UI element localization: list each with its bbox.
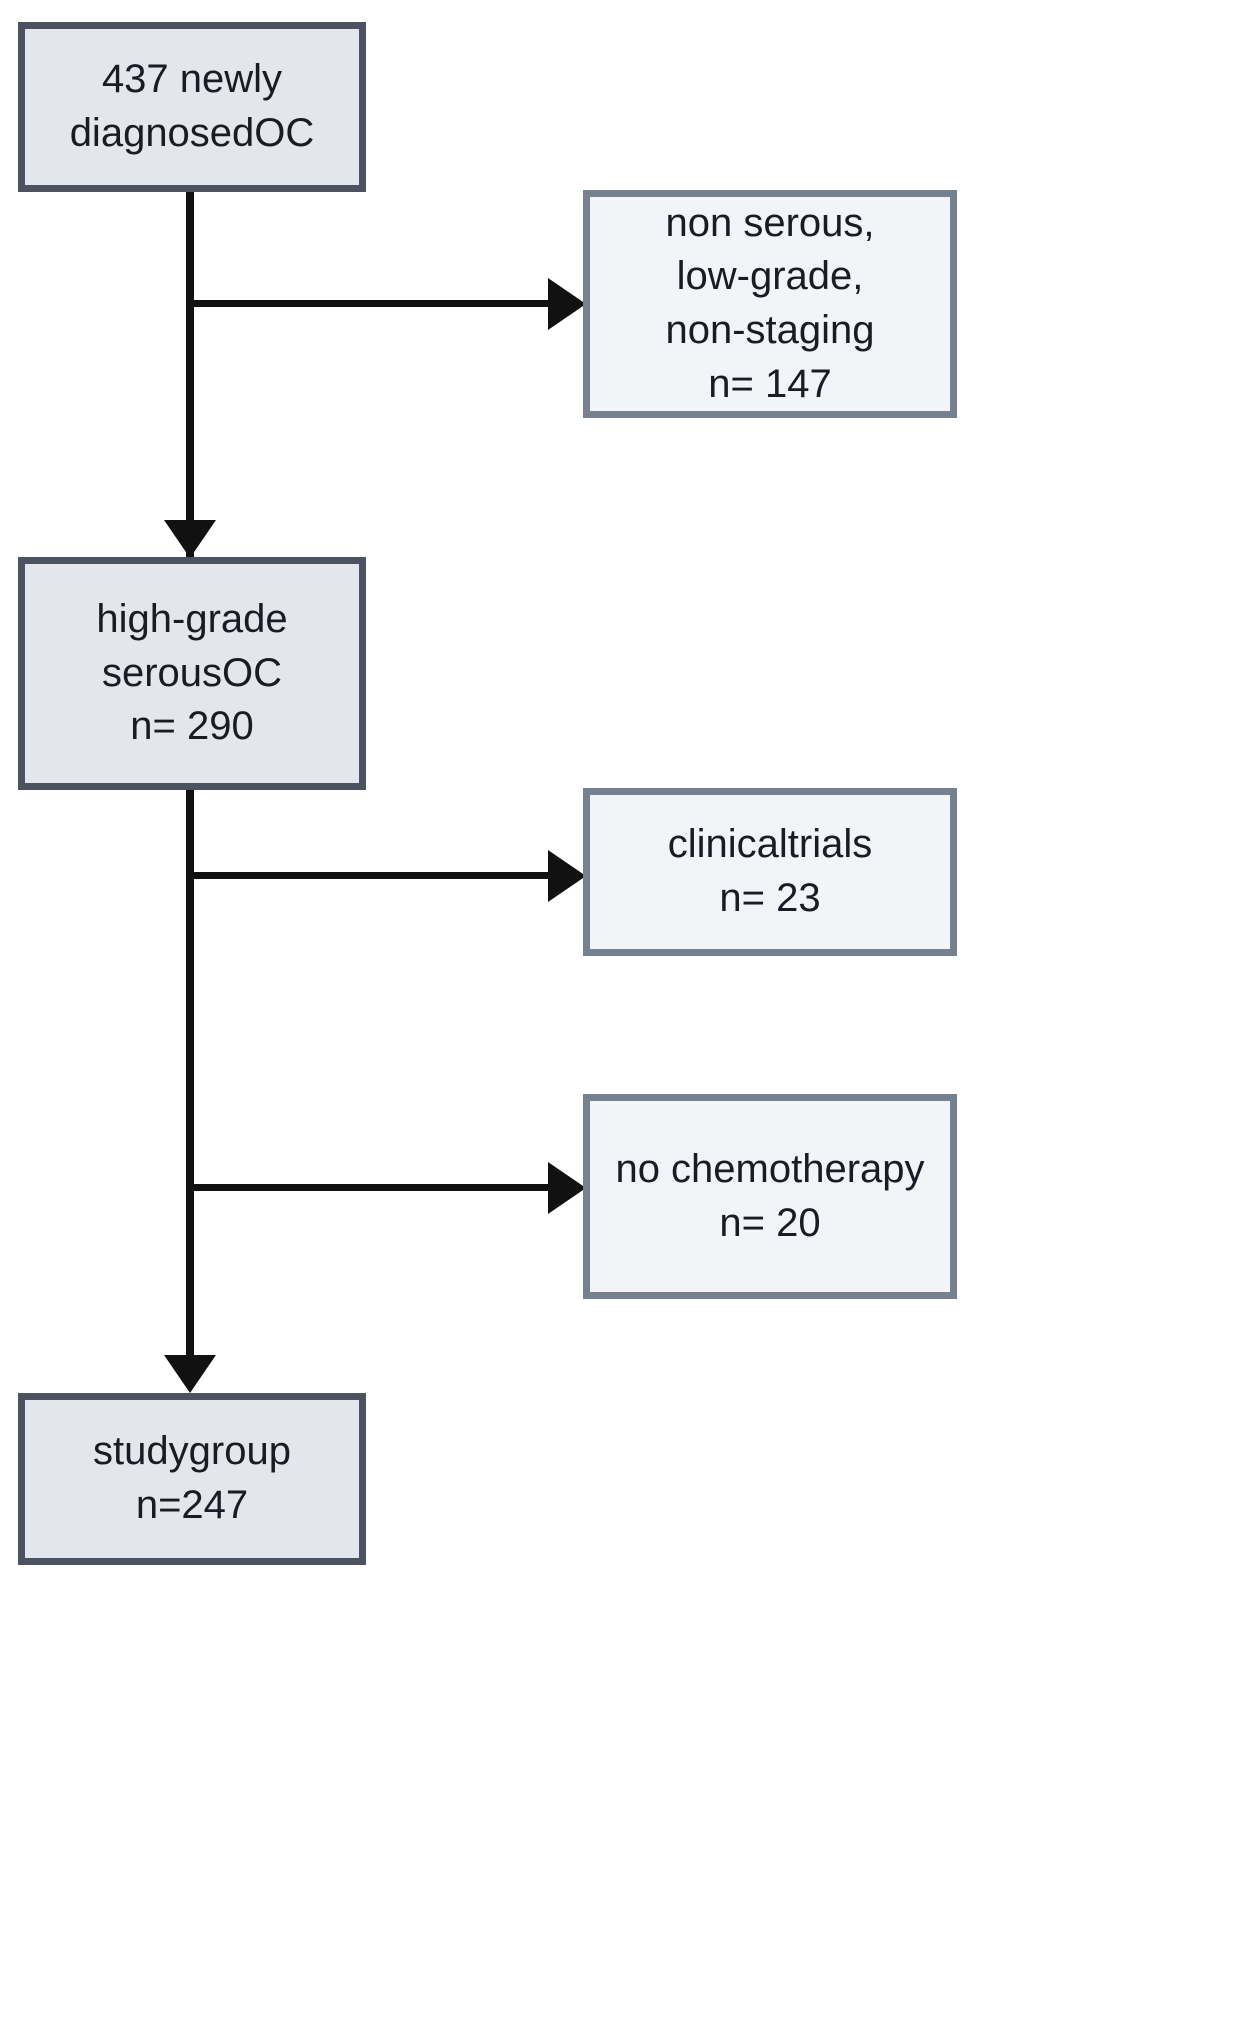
arrow-right-icon-excluded-histology (548, 278, 586, 330)
node-excluded-histology[interactable]: non serous, low-grade, non-staging n= 14… (583, 190, 957, 418)
node-enrolled-label: 437 newly diagnosedOC (69, 57, 315, 155)
node-excluded-nochemo-label: no chemotherapy n= 20 (615, 1146, 925, 1245)
node-study-group-label: studygroup n=247 (93, 1429, 291, 1527)
node-excluded-nochemo[interactable]: no chemotherapy n= 20 (583, 1094, 957, 1299)
node-study-group[interactable]: studygroup n=247 (18, 1393, 366, 1565)
node-excluded-trials-label: clinicaltrials n= 23 (667, 822, 873, 920)
connector-hgsoc-to-study-group (186, 787, 194, 1387)
arrow-down-icon-study-group (164, 1355, 216, 1393)
node-hgsoc[interactable]: high-grade serousOC n= 290 (18, 557, 366, 790)
connector-hgsoc-to-excluded-trials (190, 872, 580, 879)
connector-hgsoc-to-excluded-nochemo (190, 1184, 580, 1191)
node-hgsoc-label: high-grade serousOC n= 290 (96, 597, 288, 749)
connector-enrolled-to-hgsoc (186, 190, 194, 558)
arrow-down-icon-hgsoc (164, 520, 216, 558)
connector-enrolled-to-excluded-histology (190, 300, 580, 307)
node-excluded-histology-label: non serous, low-grade, non-staging n= 14… (665, 200, 875, 406)
node-enrolled[interactable]: 437 newly diagnosedOC (18, 22, 366, 192)
arrow-right-icon-excluded-nochemo (548, 1162, 586, 1214)
node-excluded-trials[interactable]: clinicaltrials n= 23 (583, 788, 957, 956)
arrow-right-icon-excluded-trials (548, 850, 586, 902)
